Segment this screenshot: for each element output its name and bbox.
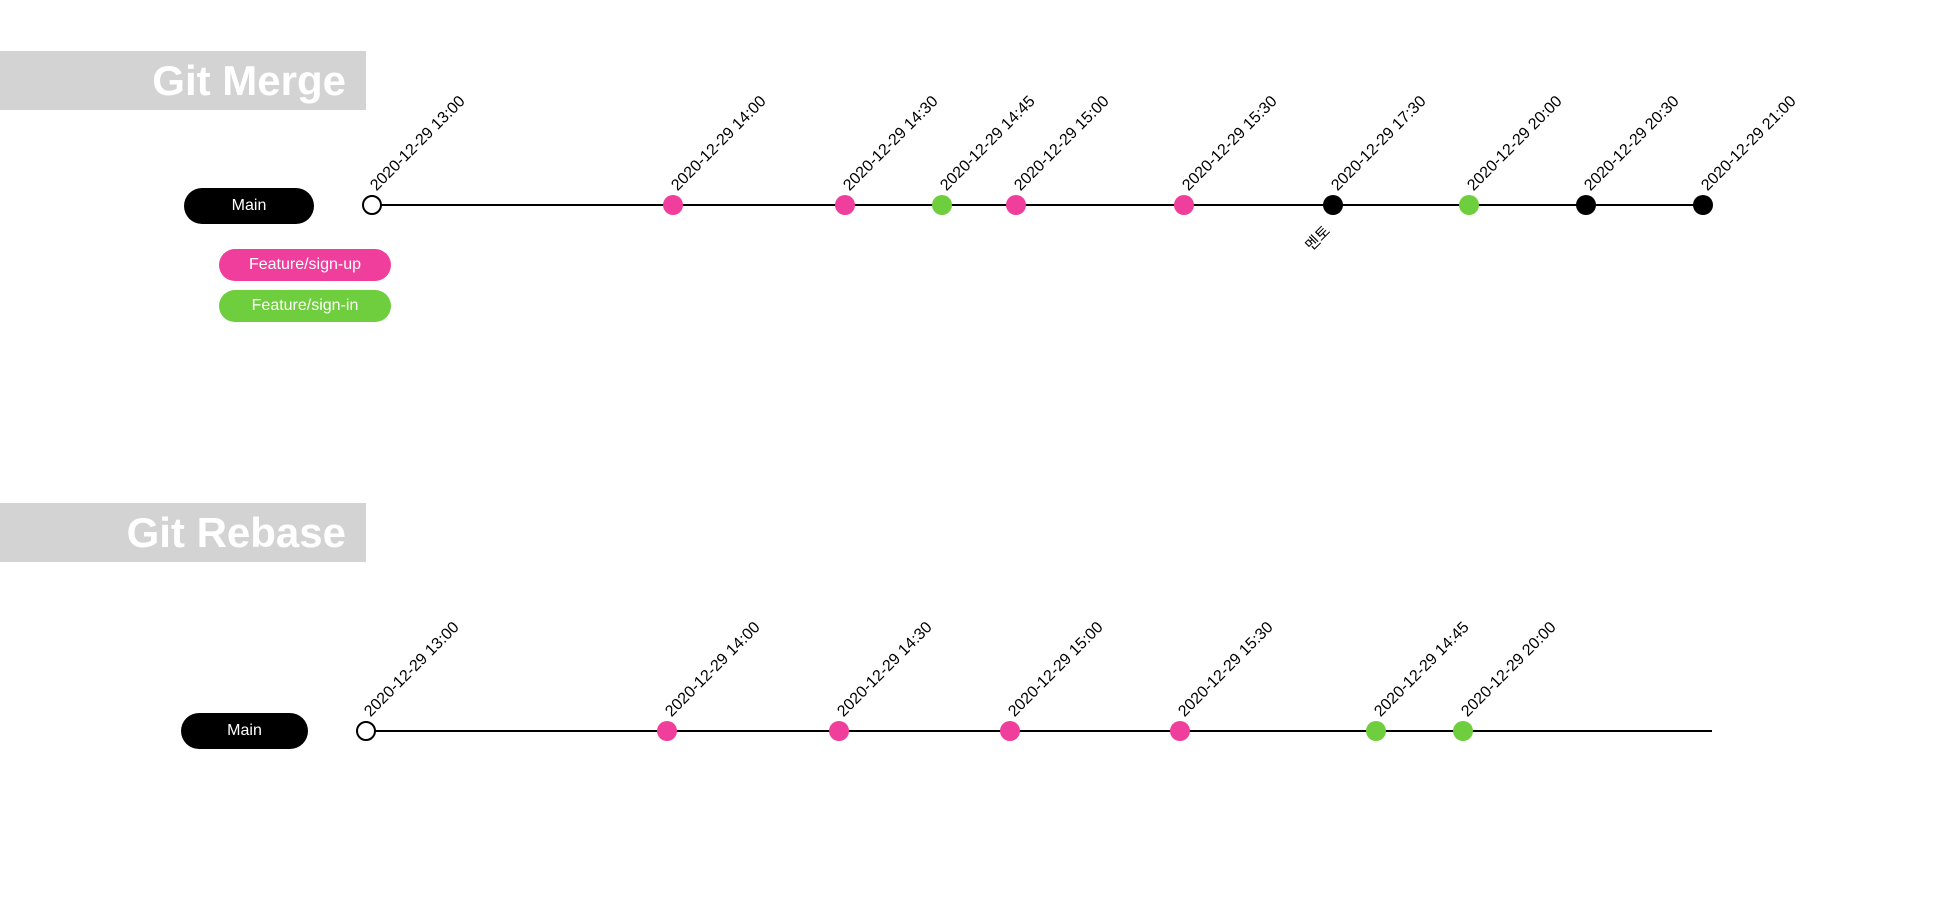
timeline-line [366,730,1712,732]
commit-dot [1170,721,1190,741]
commit-dot [1174,195,1194,215]
commit-dot [835,195,855,215]
commit-dot [1000,721,1020,741]
commit-dot [1366,721,1386,741]
commit-timestamp-label: 2020-12-29 15:30 [1175,618,1277,721]
commit-dot [663,195,683,215]
timeline-line [372,204,1706,206]
commit-timestamp-label: 2020-12-29 14:30 [834,618,936,721]
commit-dot [932,195,952,215]
git-merge-banner: Git Merge [0,51,366,110]
commit-dot [1323,195,1343,215]
start-commit-dot [362,195,382,215]
start-commit-dot [356,721,376,741]
branch-label-feature-sign-in: Feature/sign-in [219,290,391,322]
commit-dot [829,721,849,741]
commit-dot [657,721,677,741]
git-rebase-title: Git Rebase [126,508,346,556]
commit-timestamp-label: 2020-12-29 15:00 [1005,618,1107,721]
commit-dot [1006,195,1026,215]
commit-timestamp-label: 2020-12-29 13:00 [361,618,463,721]
main-branch-label: Main [184,188,314,224]
main-branch-label: Main [181,713,308,749]
git-merge-title: Git Merge [152,56,346,104]
branch-label-feature-sign-up: Feature/sign-up [219,249,391,281]
commit-timestamp-label: 2020-12-29 20:00 [1458,618,1560,721]
commit-dot [1693,195,1713,215]
commit-dot [1459,195,1479,215]
commit-timestamp-label: 2020-12-29 14:00 [662,618,764,721]
commit-dot [1576,195,1596,215]
git-rebase-banner: Git Rebase [0,503,366,562]
commit-dot [1453,721,1473,741]
